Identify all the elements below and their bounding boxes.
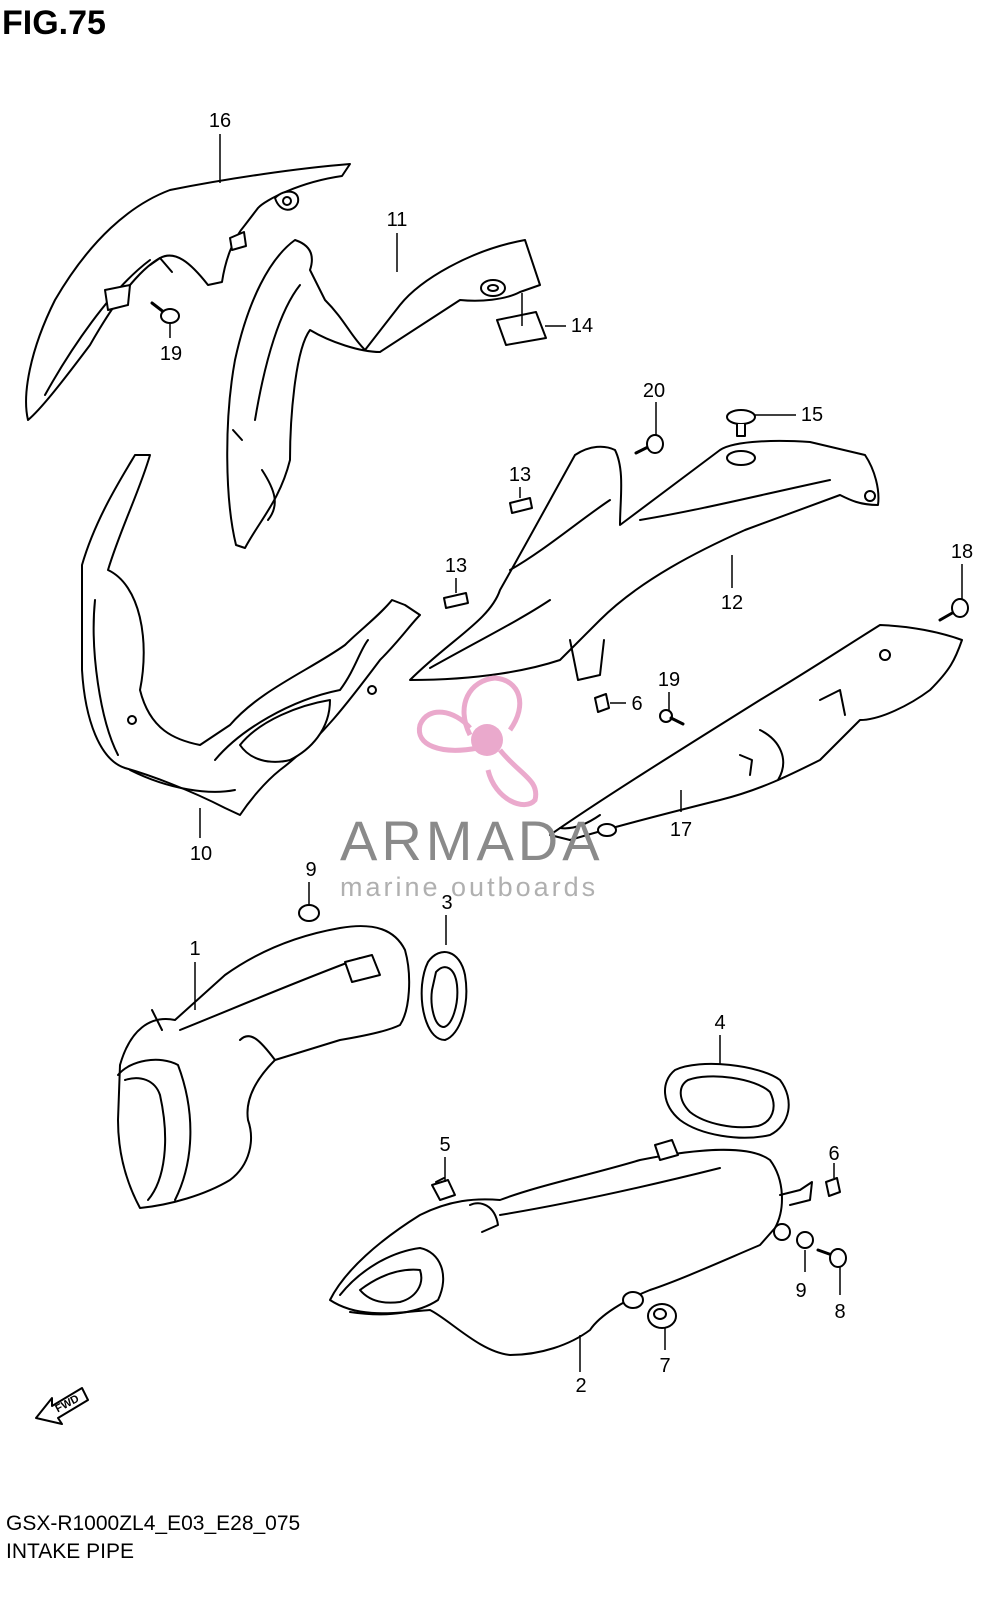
watermark-brand: ARMADA — [340, 809, 604, 872]
callout-13-lower: 13 — [445, 555, 467, 577]
callout-14: 14 — [571, 315, 593, 337]
callout-15: 15 — [801, 404, 823, 426]
callout-20: 20 — [643, 380, 665, 402]
part-2-shape — [329, 1139, 813, 1356]
part-7-shape — [647, 1303, 677, 1329]
callout-16: 16 — [209, 110, 231, 132]
part-13-upper-shape — [509, 497, 533, 514]
part-15-shape — [726, 409, 756, 437]
part-6-low-shape — [825, 1177, 841, 1197]
part-16-shape — [25, 163, 351, 421]
callout-labels: 16 11 14 19 20 15 13 13 12 18 6 19 17 10… — [160, 110, 973, 1397]
part-10-shape — [81, 454, 421, 816]
callout-7: 7 — [659, 1355, 670, 1377]
watermark-tagline: marine outboards — [340, 872, 599, 902]
figure-code: GSX-R1000ZL4_E03_E28_075 — [6, 1512, 301, 1535]
callout-8: 8 — [834, 1301, 845, 1323]
part-11-shape — [226, 239, 541, 549]
part-20-shape — [634, 434, 664, 455]
armada-logo-icon — [416, 675, 539, 808]
leader-lines — [169, 134, 963, 1372]
fwd-arrow-icon: FWD — [35, 1387, 89, 1425]
figure-name: INTAKE PIPE — [6, 1540, 134, 1563]
part-9-top-shape — [298, 904, 320, 922]
callout-3: 3 — [441, 892, 452, 914]
part-19-top-shape — [150, 301, 180, 324]
callout-4: 4 — [714, 1012, 725, 1034]
figure-title: FIG.75 — [2, 4, 106, 42]
callout-11: 11 — [387, 209, 408, 231]
part-9-low-shape — [796, 1231, 814, 1249]
part-13-lower-shape — [443, 592, 469, 609]
callout-13-upper: 13 — [509, 464, 531, 486]
callout-19-top: 19 — [160, 343, 182, 365]
callout-6-mid: 6 — [631, 693, 642, 715]
part-1-shape — [117, 925, 411, 1209]
part-5-shape — [431, 1177, 456, 1201]
part-14-shape — [496, 311, 547, 346]
callout-19-mid: 19 — [658, 669, 680, 691]
callout-9-top: 9 — [305, 859, 316, 881]
callout-18: 18 — [951, 541, 973, 563]
part-17-shape — [549, 624, 963, 841]
part-18-shape — [938, 598, 969, 622]
part-8-shape — [816, 1248, 847, 1268]
part-12-shape — [409, 439, 880, 681]
callout-5: 5 — [439, 1134, 450, 1156]
callout-9-low: 9 — [795, 1280, 806, 1302]
callout-2: 2 — [575, 1375, 586, 1397]
part-6-mid-shape — [594, 693, 610, 713]
part-3-shape — [420, 951, 468, 1041]
callout-12: 12 — [721, 592, 743, 614]
callout-10: 10 — [190, 843, 212, 865]
part-19-mid-shape — [659, 709, 685, 726]
callout-6-low: 6 — [828, 1143, 839, 1165]
part-4-shape — [663, 1062, 790, 1139]
callout-1: 1 — [189, 938, 200, 960]
callout-17: 17 — [670, 819, 692, 841]
